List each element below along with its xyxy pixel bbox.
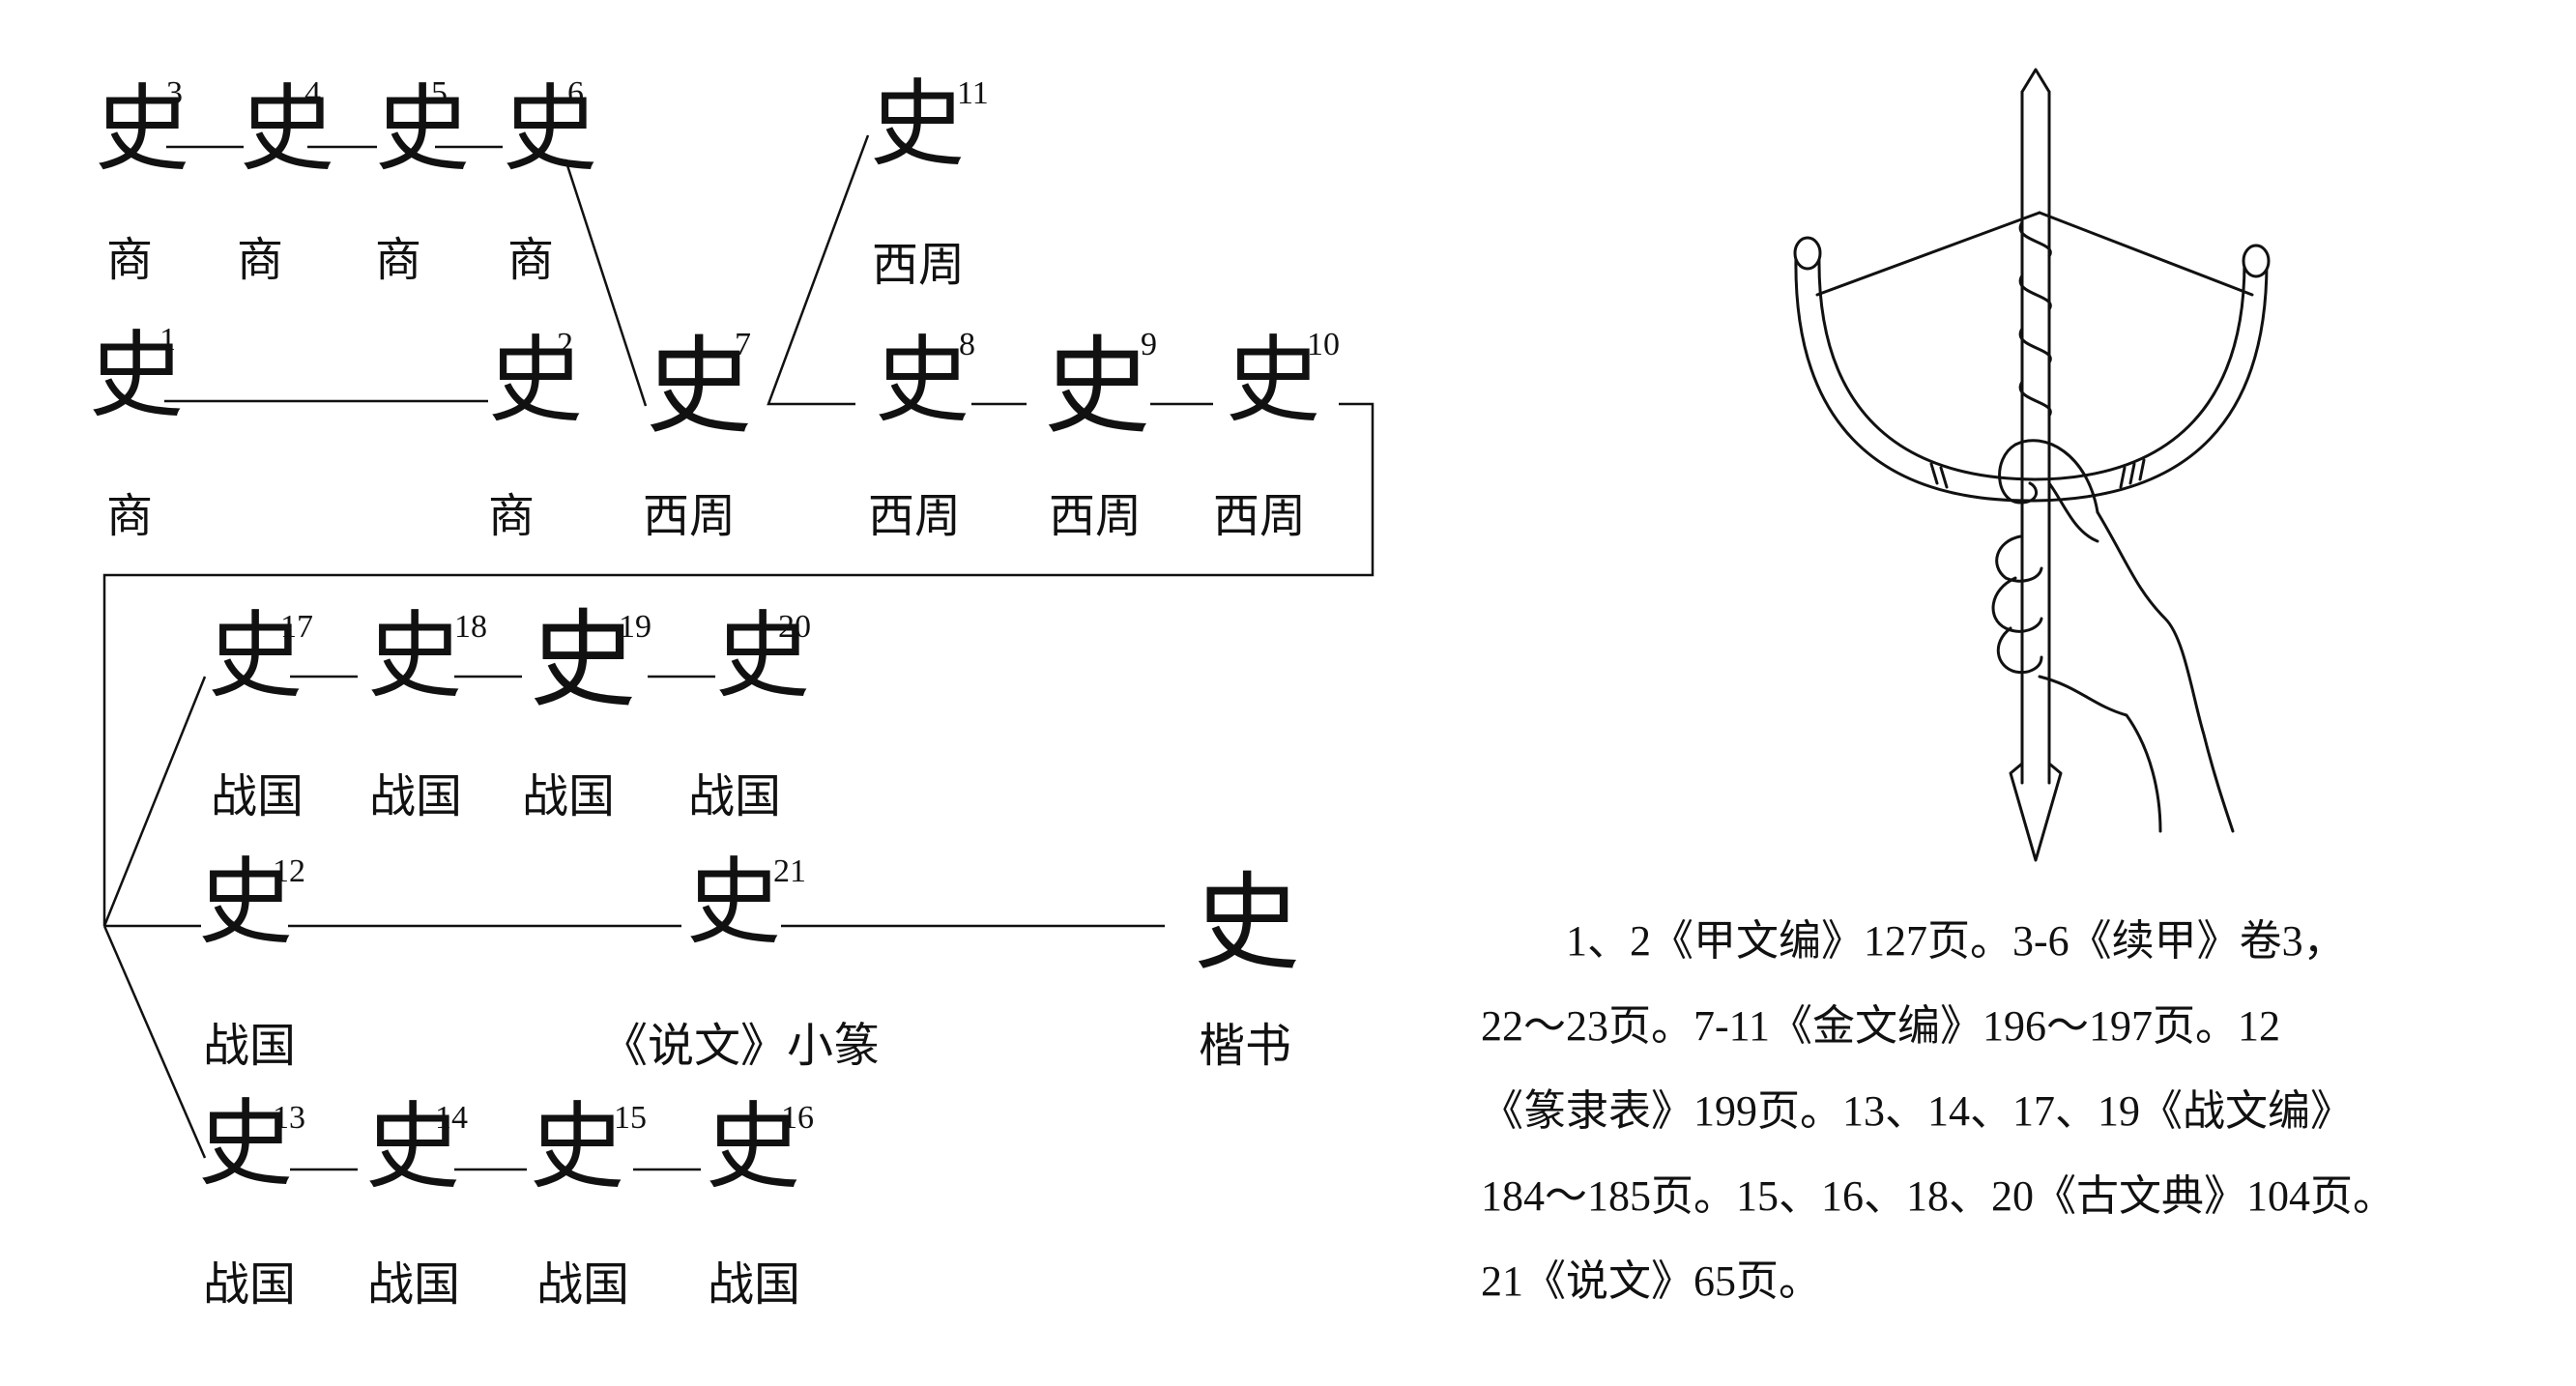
ancient-glyph-7: 史 bbox=[646, 325, 752, 448]
period-label: 西周 bbox=[872, 238, 966, 292]
glyph-number: 13 bbox=[273, 1100, 305, 1136]
period-label: 战国 bbox=[369, 769, 463, 823]
glyph-number: 18 bbox=[454, 609, 487, 645]
glyph-number: 8 bbox=[959, 327, 975, 362]
glyph-number: 19 bbox=[619, 609, 651, 645]
ancient-glyph-5: 史 bbox=[375, 74, 471, 185]
source-caption: 1、2《甲文编》127页。3-6《续甲》卷3， 22～23页。7-11《金文编》… bbox=[1481, 899, 2554, 1324]
caption-line: 21《说文》65页。 bbox=[1481, 1257, 1821, 1305]
period-label: 商 bbox=[237, 233, 284, 287]
caption-line: 1、2《甲文编》127页。3-6《续甲》卷3， bbox=[1566, 917, 2346, 965]
caption-line: 22～23页。7-11《金文编》196～197页。12 bbox=[1481, 1002, 2281, 1050]
glyph-number: 9 bbox=[1141, 327, 1157, 362]
period-label: 战国 bbox=[522, 769, 616, 823]
ancient-glyph-18: 史 bbox=[367, 601, 463, 711]
period-label: 西周 bbox=[1049, 489, 1143, 543]
period-label: 《说文》小篆 bbox=[601, 1019, 881, 1073]
glyph-number: 3 bbox=[166, 75, 183, 111]
ancient-glyph-19: 史 bbox=[530, 598, 636, 722]
period-label: 西周 bbox=[643, 489, 737, 543]
glyph-number: 1 bbox=[159, 322, 176, 358]
glyph-number: 16 bbox=[781, 1100, 814, 1136]
ancient-glyph-16: 史 bbox=[706, 1092, 801, 1202]
ancient-glyph-3: 史 bbox=[95, 74, 190, 185]
period-label: 战国 bbox=[536, 1257, 630, 1312]
glyph-number: 5 bbox=[431, 75, 448, 111]
period-label: 商 bbox=[106, 489, 154, 543]
glyph-number: 7 bbox=[735, 327, 751, 362]
period-label: 商 bbox=[375, 233, 422, 287]
period-label: 战国 bbox=[211, 769, 304, 823]
glyph-number: 17 bbox=[280, 609, 313, 645]
period-label: 楷书 bbox=[1199, 1019, 1292, 1073]
period-label: 商 bbox=[507, 233, 555, 287]
ancient-glyph-12: 史 bbox=[198, 848, 294, 958]
period-label: 商 bbox=[488, 489, 535, 543]
period-label: 战国 bbox=[203, 1019, 297, 1073]
glyph-number: 4 bbox=[304, 75, 321, 111]
modern-character: 史 bbox=[1194, 861, 1300, 985]
glyph-number: 2 bbox=[557, 327, 573, 362]
glyph-number: 10 bbox=[1307, 327, 1340, 362]
ancient-glyph-10: 史 bbox=[1226, 326, 1321, 436]
ancient-glyph-9: 史 bbox=[1044, 325, 1150, 448]
caption-line: 184～185页。15、16、18、20《古文典》104页。 bbox=[1481, 1172, 2395, 1220]
ancient-glyph-14: 史 bbox=[365, 1092, 461, 1202]
glyph-number: 15 bbox=[614, 1100, 647, 1136]
glyph-number: 21 bbox=[773, 853, 806, 889]
caption-line: 《篆隶表》199页。13、14、17、19《战文编》 bbox=[1481, 1087, 2353, 1135]
glyph-number: 20 bbox=[778, 609, 811, 645]
glyph-number: 11 bbox=[957, 75, 989, 111]
ancient-glyph-4: 史 bbox=[240, 74, 335, 185]
ancient-glyph-13: 史 bbox=[198, 1089, 294, 1199]
ancient-glyph-2: 史 bbox=[488, 326, 584, 436]
ancient-glyph-15: 史 bbox=[530, 1092, 625, 1202]
ancient-glyph-21: 史 bbox=[686, 848, 782, 958]
ancient-glyph-6: 史 bbox=[503, 74, 598, 185]
glyph-number: 6 bbox=[567, 75, 584, 111]
ancient-glyph-8: 史 bbox=[875, 326, 970, 436]
period-label: 西周 bbox=[1213, 489, 1307, 543]
period-label: 战国 bbox=[688, 769, 782, 823]
period-label: 战国 bbox=[367, 1257, 461, 1312]
glyph-number: 12 bbox=[273, 853, 305, 889]
glyph-number: 14 bbox=[435, 1100, 468, 1136]
ancient-glyph-20: 史 bbox=[715, 601, 811, 711]
period-label: 西周 bbox=[868, 489, 962, 543]
ancient-glyph-17: 史 bbox=[208, 601, 304, 711]
period-label: 战国 bbox=[708, 1257, 801, 1312]
ancient-glyph-11: 史 bbox=[870, 70, 966, 180]
period-label: 战国 bbox=[203, 1257, 297, 1312]
ancient-glyph-1: 史 bbox=[89, 321, 185, 431]
period-label: 商 bbox=[106, 233, 154, 287]
